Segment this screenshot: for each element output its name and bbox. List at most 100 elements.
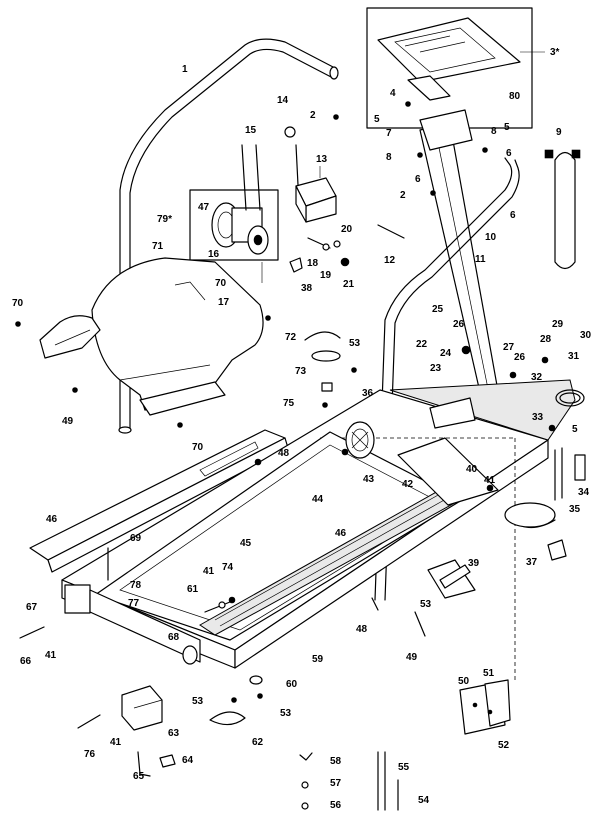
part-label-73: 73 <box>295 366 307 377</box>
part-label-21: 21 <box>343 279 355 290</box>
part-label-62: 62 <box>252 737 264 748</box>
part-label-53d: 53 <box>280 708 292 719</box>
part-label-67: 67 <box>26 602 38 613</box>
part-label-77: 77 <box>128 598 140 609</box>
part-label-50: 50 <box>458 676 470 687</box>
part-label-30: 30 <box>580 330 592 341</box>
part-label-70b: 70 <box>215 278 227 289</box>
part-label-34: 34 <box>578 487 590 498</box>
motor-hood <box>91 257 264 416</box>
upright-top-plate <box>419 109 473 151</box>
part-label-5b: 5 <box>504 122 510 133</box>
part-label-7: 7 <box>386 128 392 139</box>
motor-callout-box <box>189 189 279 261</box>
part-37-foot <box>547 539 567 561</box>
small-parts <box>15 101 585 811</box>
belt-texture <box>214 493 447 627</box>
part-34-bracket <box>574 454 586 481</box>
walking-deck <box>94 431 463 641</box>
part-label-31: 31 <box>568 351 580 362</box>
side-rail-left <box>29 429 289 573</box>
part-label-51: 51 <box>483 668 495 679</box>
part-72-clip <box>304 331 341 341</box>
part-label-58: 58 <box>330 756 342 767</box>
incline-wheel <box>504 502 556 528</box>
part-label-38: 38 <box>301 283 313 294</box>
part-label-22: 22 <box>416 339 428 350</box>
part-label-44: 44 <box>312 494 324 505</box>
part-label-53c: 53 <box>192 696 204 707</box>
stand-leg <box>427 559 476 599</box>
part-label-8a: 8 <box>386 152 392 163</box>
frame-front-crossmember <box>389 379 576 441</box>
part-label-53b: 53 <box>420 599 432 610</box>
part-label-61: 61 <box>187 584 199 595</box>
part-label-47: 47 <box>198 202 210 213</box>
part-label-49b: 49 <box>406 652 418 663</box>
front-roller <box>345 421 375 459</box>
part-14-nut <box>284 126 296 138</box>
part-label-1: 1 <box>182 64 188 75</box>
part-64-clip <box>159 754 176 768</box>
console <box>377 17 521 83</box>
part-label-79: 79* <box>157 214 172 225</box>
part-label-12: 12 <box>384 255 396 266</box>
part-label-40: 40 <box>466 464 478 475</box>
motor-assembly <box>189 144 279 283</box>
part-label-3: 3* <box>550 47 560 58</box>
part-label-25: 25 <box>432 304 444 315</box>
part-label-45: 45 <box>240 538 252 549</box>
part-label-42: 42 <box>402 479 414 490</box>
part-label-41b: 41 <box>45 650 57 661</box>
part-label-11: 11 <box>475 254 486 265</box>
part-label-18: 18 <box>307 258 319 269</box>
part-label-9: 9 <box>556 127 562 138</box>
part-label-13: 13 <box>316 154 328 165</box>
rear-roller <box>64 584 201 665</box>
part-label-48b: 48 <box>356 624 368 635</box>
part-label-60: 60 <box>286 679 298 690</box>
rear-foot <box>39 315 101 359</box>
part-label-48a: 48 <box>278 448 290 459</box>
part-label-68: 68 <box>168 632 180 643</box>
console-display <box>394 27 496 73</box>
incline-assembly <box>397 397 586 561</box>
part-62-strap <box>209 711 246 726</box>
part-label-43: 43 <box>363 474 375 485</box>
part-label-57: 57 <box>330 778 342 789</box>
part-label-17: 17 <box>218 297 230 308</box>
console-assembly <box>366 7 545 129</box>
part-label-46b: 46 <box>335 528 347 539</box>
part-label-46a: 46 <box>46 514 58 525</box>
part-label-75: 75 <box>283 398 295 409</box>
motor-fasteners <box>289 224 405 273</box>
part-30-coil <box>555 389 585 407</box>
part-label-10: 10 <box>485 232 497 243</box>
part-label-70c: 70 <box>192 442 204 453</box>
part-label-29: 29 <box>552 319 564 330</box>
motor-mount <box>284 126 337 223</box>
part-label-78: 78 <box>130 580 142 591</box>
part-label-6b: 6 <box>415 174 421 185</box>
part-label-4: 4 <box>390 88 396 99</box>
part-label-64a: 64 <box>182 755 194 766</box>
part-label-28: 28 <box>540 334 552 345</box>
part-label-5a: 5 <box>374 114 380 125</box>
console-bracket <box>407 75 451 101</box>
part-label-2a: 2 <box>310 110 316 121</box>
part-label-54: 54 <box>418 795 430 806</box>
part-label-23: 23 <box>430 363 442 374</box>
handrail-end <box>329 66 339 80</box>
part-label-63: 63 <box>168 728 180 739</box>
part-label-16: 16 <box>208 249 220 260</box>
part-23-block <box>429 397 476 429</box>
part-42-incline-frame <box>397 437 499 506</box>
part-label-26b: 26 <box>514 352 526 363</box>
part-label-37: 37 <box>526 557 538 568</box>
part-12-rod <box>377 224 405 239</box>
part-label-39: 39 <box>468 558 480 569</box>
part-label-65: 65 <box>133 771 145 782</box>
part-73-ring <box>311 350 341 362</box>
part-label-20: 20 <box>341 224 353 235</box>
